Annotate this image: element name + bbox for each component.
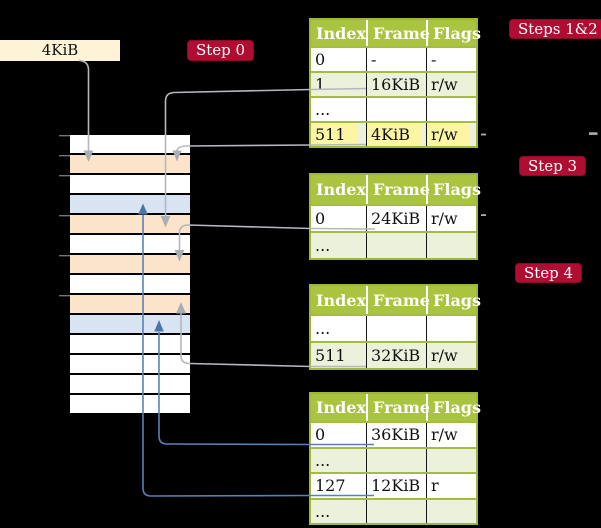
memory-frame-free (70, 355, 190, 375)
table-header-row: Index Frame Flags (311, 394, 481, 421)
cell-index: ... (315, 319, 331, 338)
table-row: 0 36KiB r/w (311, 421, 476, 447)
cell-index: 0 (315, 209, 326, 228)
table-row: 511 32KiB r/w (311, 341, 476, 368)
col-header-index: Index (316, 398, 367, 417)
col-header-flags: Flags (426, 175, 481, 204)
cell-index: 127 (315, 476, 346, 496)
badge-steps-1-2: Steps 1&2 (509, 19, 601, 39)
cell-index: 0 (315, 50, 326, 69)
cell-flags: r/w (431, 209, 458, 228)
table-row: ... (311, 446, 476, 472)
cell-frame: 4KiB (367, 124, 423, 145)
stray-arrow-dash (481, 214, 486, 216)
col-header-index: Index (316, 290, 367, 310)
table-row: 0 - - (311, 46, 476, 71)
cell-index: ... (315, 236, 331, 255)
cell-index: 511 (315, 346, 346, 365)
memory-frame-free (70, 135, 190, 155)
col-header-index: Index (316, 23, 367, 43)
table-row: 1 16KiB r/w (311, 71, 476, 96)
cell-frame: 16KiB (371, 75, 421, 94)
table-row: 127 12KiB r (311, 472, 476, 498)
memory-frames (70, 135, 190, 415)
col-header-flags: Flags (426, 286, 481, 314)
memory-frame-pagetable (70, 155, 190, 175)
memory-frame-free (70, 375, 190, 395)
root-pointer-label: 4KiB (41, 41, 79, 59)
memory-frame-mapped (70, 315, 190, 335)
col-header-frame: Frame (366, 394, 430, 421)
cell-frame: 24KiB (371, 209, 421, 228)
cell-frame: 36KiB (371, 425, 421, 445)
cell-flags: r/w (431, 346, 458, 365)
col-header-flags: Flags (426, 20, 481, 46)
memory-frame-free (70, 175, 190, 195)
table-row: ... (311, 497, 476, 523)
cell-flags: r/w (431, 425, 458, 445)
cell-index: ... (315, 100, 331, 119)
badge-step-4: Step 4 (515, 263, 583, 283)
col-header-frame: Frame (366, 286, 430, 314)
memory-frame-free (70, 235, 190, 255)
cell-flags: r/w (427, 124, 470, 145)
memory-frame-pagetable (70, 295, 190, 315)
table-header-row: Index Frame Flags (311, 286, 481, 314)
page-table-step-3: Index Frame Flags 0 24KiB r/w ... (309, 173, 481, 260)
cell-index: 1 (315, 75, 326, 94)
cell-index: 511 (311, 124, 358, 145)
memory-frame-free (70, 335, 190, 355)
table-header-row: Index Frame Flags (311, 20, 481, 46)
cell-frame: 12KiB (371, 476, 421, 496)
table-row: ... (311, 96, 476, 121)
page-table-steps-1-2: Index Frame Flags 0 - - 1 16KiB r/w ... … (309, 18, 481, 148)
memory-frame-free (70, 395, 190, 415)
table-header-row: Index Frame Flags (311, 175, 481, 204)
memory-frame-pagetable (70, 255, 190, 275)
cell-flags: r/w (431, 75, 458, 94)
table-row: ... (311, 231, 476, 258)
cell-index: ... (315, 450, 331, 470)
root-pointer-box: 4KiB (0, 40, 120, 61)
badge-step-0: Step 0 (187, 40, 255, 61)
stray-arrow-dash (589, 132, 598, 135)
cell-index: 0 (315, 425, 326, 445)
memory-frame-pagetable (70, 215, 190, 235)
table-row: ... (311, 314, 476, 341)
cell-frame: - (371, 50, 377, 69)
stray-arrow-dash (481, 133, 486, 136)
col-header-flags: Flags (426, 394, 481, 421)
cell-frame: 32KiB (371, 346, 421, 365)
table-row-highlighted: 511 4KiB r/w (311, 121, 476, 146)
col-header-frame: Frame (366, 20, 430, 46)
table-row: 0 24KiB r/w (311, 204, 476, 231)
memory-frame-mapped (70, 195, 190, 215)
cell-flags: r (431, 476, 439, 496)
memory-frame-free (70, 275, 190, 295)
col-header-index: Index (316, 180, 367, 199)
page-table-step-4: Index Frame Flags ... 511 32KiB r/w (309, 284, 481, 370)
badge-step-3: Step 3 (519, 156, 587, 176)
page-table-leaf: Index Frame Flags 0 36KiB r/w ... 127 12… (309, 392, 481, 525)
cell-index: ... (315, 501, 331, 521)
col-header-frame: Frame (366, 175, 430, 204)
frame-ticks (59, 135, 70, 297)
cell-flags: - (431, 50, 437, 69)
